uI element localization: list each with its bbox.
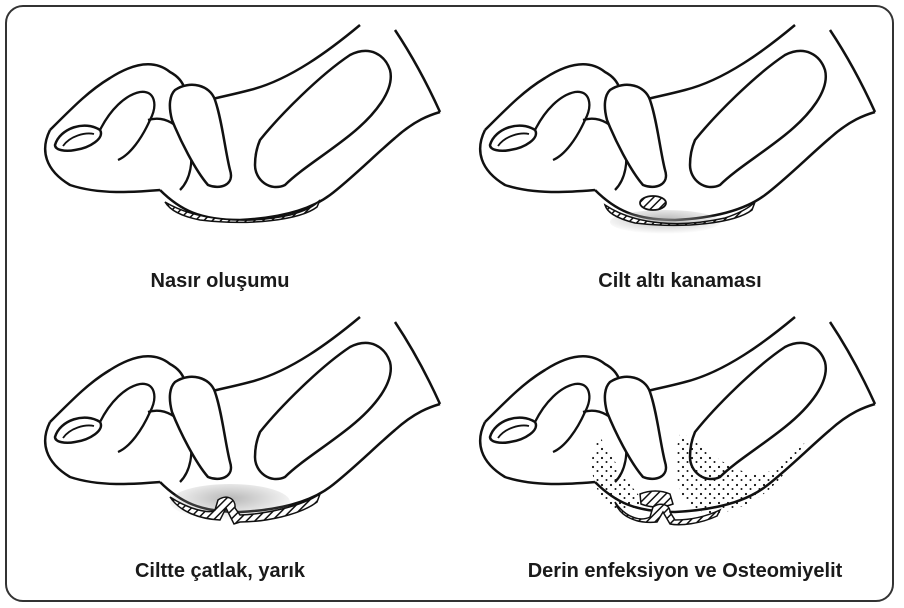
panel-callus xyxy=(30,20,450,260)
caption-callus: Nasır oluşumu xyxy=(135,270,305,293)
foot-hemorrhage-illustration xyxy=(465,20,885,260)
caption-infection: Derin enfeksiyon ve Osteomiyelit xyxy=(490,560,880,583)
foot-callus-illustration xyxy=(30,20,450,260)
panel-crack xyxy=(30,312,450,552)
panel-hemorrhage xyxy=(465,20,885,260)
caption-hemorrhage: Cilt altı kanaması xyxy=(545,270,815,293)
foot-crack-illustration xyxy=(30,312,450,552)
foot-infection-illustration xyxy=(465,312,885,552)
hemorrhage-mark xyxy=(640,196,666,210)
caption-crack: Ciltte çatlak, yarık xyxy=(110,560,330,583)
panel-infection xyxy=(465,312,885,552)
